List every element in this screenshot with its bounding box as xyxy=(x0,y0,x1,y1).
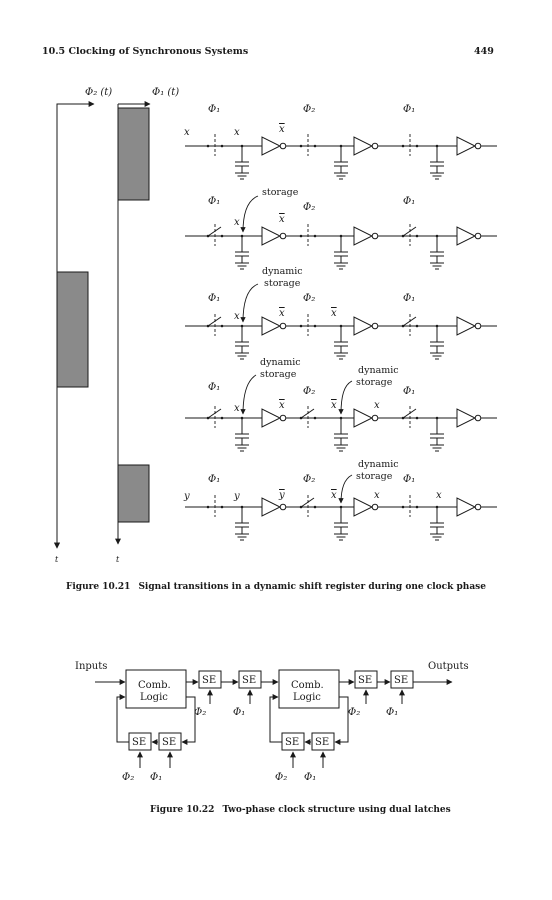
two-phase-clock-structure: Inputs Outputs Comb. Logic SE SE Φ₂ Φ₁ S… xyxy=(75,661,469,783)
signal-x-bar: x xyxy=(331,400,337,411)
se-label: SE xyxy=(242,675,256,686)
phi1-label: Φ₁ xyxy=(403,386,415,397)
phi1-label: Φ₁ xyxy=(208,474,220,485)
signal-x-bar: x xyxy=(279,400,285,411)
comb-label: Comb. xyxy=(138,680,171,691)
phi1-label: Φ₁ xyxy=(150,772,162,783)
signal-x-bar: x xyxy=(279,124,285,135)
phi2-label: Φ₂ xyxy=(303,202,315,213)
comb-logic-block-1 xyxy=(125,669,187,709)
comb-logic-block-2 xyxy=(278,669,340,709)
storage-annotation: storage xyxy=(356,471,393,482)
caption-text: Two-phase clock structure using dual lat… xyxy=(222,805,451,815)
phi1-label: Φ₁ xyxy=(233,707,245,718)
se-label: SE xyxy=(132,737,146,748)
signal-x: x xyxy=(374,490,380,501)
phase1-high-pulse-1 xyxy=(117,107,150,201)
phi1-label: Φ₁ xyxy=(208,104,220,115)
se-label: SE xyxy=(162,737,176,748)
caption-label: Figure 10.22 xyxy=(150,805,215,815)
storage-element xyxy=(198,670,222,689)
storage-element xyxy=(390,670,414,689)
time-label: t xyxy=(55,555,59,564)
figure-10-21-caption: Figure 10.21 Signal transitions in a dyna… xyxy=(66,582,486,592)
time-label: t xyxy=(116,555,120,564)
phi2-label: Φ₂ xyxy=(303,474,315,485)
signal-x: x xyxy=(184,127,190,138)
shift-register-row-1: Φ₁ Φ₂ Φ₁ x x x xyxy=(184,104,497,180)
signal-x-bar: x xyxy=(279,214,285,225)
signal-y: y xyxy=(233,491,240,502)
storage-annotation: storage xyxy=(264,278,301,289)
storage-annotation: storage xyxy=(356,377,393,388)
phi1-label: Φ₁ xyxy=(208,196,220,207)
phi2-label: Φ₂ xyxy=(275,772,287,783)
figure-10-22-caption: Figure 10.22 Two-phase clock structure us… xyxy=(150,805,451,815)
caption-label: Figure 10.21 xyxy=(66,582,131,592)
phase1-high-pulse-2 xyxy=(117,464,150,523)
phi1-label: Φ₁ xyxy=(208,293,220,304)
storage-element xyxy=(311,732,335,751)
shift-register-row-5: Φ₁ Φ₂ Φ₁ y y y x x x dynamic storage xyxy=(183,459,497,541)
signal-y-bar: y xyxy=(278,490,285,501)
phase1-axis-label: Φ₁ (t) xyxy=(152,87,179,98)
logic-label: Logic xyxy=(293,692,321,703)
dynamic-annotation: dynamic xyxy=(260,357,301,368)
phi2-label: Φ₂ xyxy=(303,293,315,304)
storage-annotation: storage xyxy=(260,369,297,380)
inputs-label: Inputs xyxy=(75,661,107,672)
signal-x: x xyxy=(436,490,442,501)
signal-x: x xyxy=(234,127,240,138)
storage-annotation: storage xyxy=(262,187,299,198)
phase2-axis-label: Φ₂ (t) xyxy=(85,87,112,98)
signal-x: x xyxy=(234,217,240,228)
shift-register-row-3: Φ₁ Φ₂ Φ₁ x x x dynamic storage xyxy=(185,266,497,360)
storage-element xyxy=(354,670,378,689)
signal-x: x xyxy=(234,403,240,414)
signal-x-bar: x xyxy=(331,490,337,501)
signal-y: y xyxy=(183,491,190,502)
phase2-high-pulse xyxy=(56,271,89,388)
se-label: SE xyxy=(202,675,216,686)
phi1-label: Φ₁ xyxy=(403,474,415,485)
clock-waveforms: Φ₂ (t) Φ₁ (t) t t xyxy=(54,87,179,564)
phi1-label: Φ₁ xyxy=(304,772,316,783)
se-label: SE xyxy=(394,675,408,686)
phi2-label: Φ₂ xyxy=(303,386,315,397)
dynamic-annotation: dynamic xyxy=(358,459,399,470)
signal-x-bar: x xyxy=(279,308,285,319)
signal-x: x xyxy=(234,311,240,322)
running-header: 10.5 Clocking of Synchronous Systems xyxy=(42,46,249,57)
caption-text: Signal transitions in a dynamic shift re… xyxy=(138,582,486,592)
shift-register-row-4: Φ₁ Φ₂ Φ₁ x x x x dynamic storage dynamic… xyxy=(185,357,497,452)
signal-x-bar: x xyxy=(331,308,337,319)
phi2-label: Φ₂ xyxy=(194,707,206,718)
phi2-label: Φ₂ xyxy=(348,707,360,718)
storage-element xyxy=(238,670,262,689)
phi1-label: Φ₁ xyxy=(386,707,398,718)
se-label: SE xyxy=(358,675,372,686)
shift-register-row-2: Φ₁ Φ₂ Φ₁ x x storage xyxy=(185,187,497,270)
logic-label: Logic xyxy=(140,692,168,703)
phi2-label: Φ₂ xyxy=(122,772,134,783)
phi1-label: Φ₁ xyxy=(208,382,220,393)
outputs-label: Outputs xyxy=(428,661,469,672)
phi1-label: Φ₁ xyxy=(403,196,415,207)
page-number: 449 xyxy=(474,46,494,57)
signal-x: x xyxy=(374,400,380,411)
se-label: SE xyxy=(315,737,329,748)
phi2-label: Φ₂ xyxy=(303,104,315,115)
dynamic-annotation: dynamic xyxy=(262,266,303,277)
storage-element xyxy=(158,732,182,751)
shift-register-rows: Φ₁ Φ₂ Φ₁ x x x Φ₁ Φ₂ Φ₁ x x xyxy=(183,104,497,541)
se-label: SE xyxy=(285,737,299,748)
phi1-label: Φ₁ xyxy=(403,104,415,115)
phi1-label: Φ₁ xyxy=(403,293,415,304)
comb-label: Comb. xyxy=(291,680,324,691)
dynamic-annotation: dynamic xyxy=(358,365,399,376)
